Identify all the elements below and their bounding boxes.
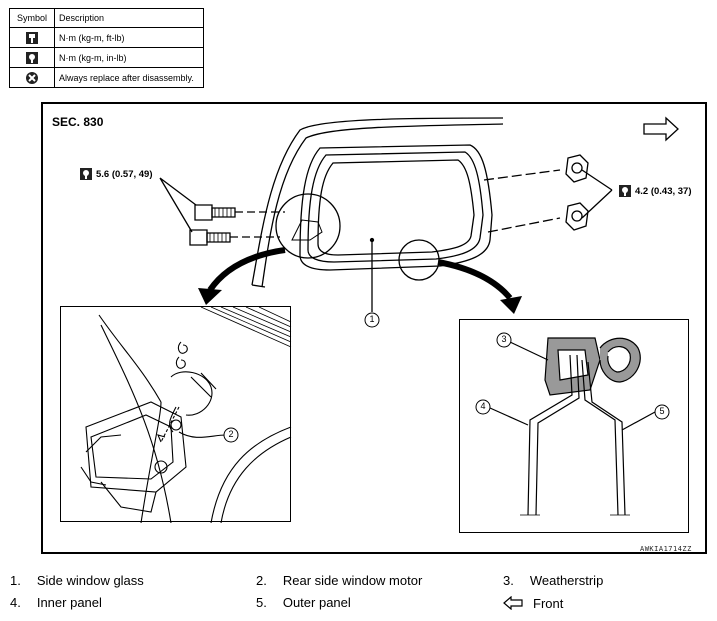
callout-5: 5 [659, 406, 665, 416]
section-label: SEC. 830 [52, 115, 104, 129]
legend-num: 2. [256, 573, 267, 588]
weatherstrip-detail-inset: 3 4 5 [459, 319, 689, 533]
callout-1: 1 [369, 314, 375, 324]
figure-code: AWKIA1714ZZ [640, 545, 692, 553]
legend-num: 4. [10, 595, 21, 610]
legend-label: Side window glass [36, 573, 144, 588]
legend-item-4: 4. Inner panel [10, 595, 102, 610]
legend-label: Front [533, 596, 564, 611]
torque-label-left: 5.6 (0.57, 49) [79, 167, 153, 181]
legend-item-front: Front [503, 596, 563, 611]
symbol-row-3-description: Always replace after disassembly. [54, 67, 204, 88]
legend-item-2: 2. Rear side window motor [256, 573, 422, 588]
torque-wrench-small-icon [80, 168, 92, 180]
symbol-table: Symbol Description N·m (kg-m, ft-lb) N·m… [9, 8, 204, 88]
torque-label-right: 4.2 (0.43, 37) [618, 184, 692, 198]
legend-label: Rear side window motor [282, 573, 423, 588]
motor-detail-inset: 2 [60, 306, 292, 523]
callout-4: 4 [480, 401, 486, 411]
front-arrow-icon [503, 596, 523, 610]
callout-3: 3 [501, 334, 507, 344]
legend-num: 1. [10, 573, 21, 588]
torque-value-right: 4.2 (0.43, 37) [635, 185, 692, 197]
legend-item-5: 5. Outer panel [256, 595, 351, 610]
legend-num: 3. [503, 573, 514, 588]
legend-item-1: 1. Side window glass [10, 573, 144, 588]
legend-label: Weatherstrip [529, 573, 604, 588]
callout-2: 2 [228, 429, 234, 439]
legend-label: Outer panel [282, 595, 351, 610]
torque-value-left: 5.6 (0.57, 49) [96, 168, 153, 180]
replace-x-icon [9, 67, 55, 88]
legend-label: Inner panel [36, 595, 102, 610]
diagram-frame [41, 102, 707, 554]
legend-item-3: 3. Weatherstrip [503, 573, 603, 588]
torque-wrench-small-icon [619, 185, 631, 197]
legend-num: 5. [256, 595, 267, 610]
torque-wrench-icon [9, 27, 55, 48]
